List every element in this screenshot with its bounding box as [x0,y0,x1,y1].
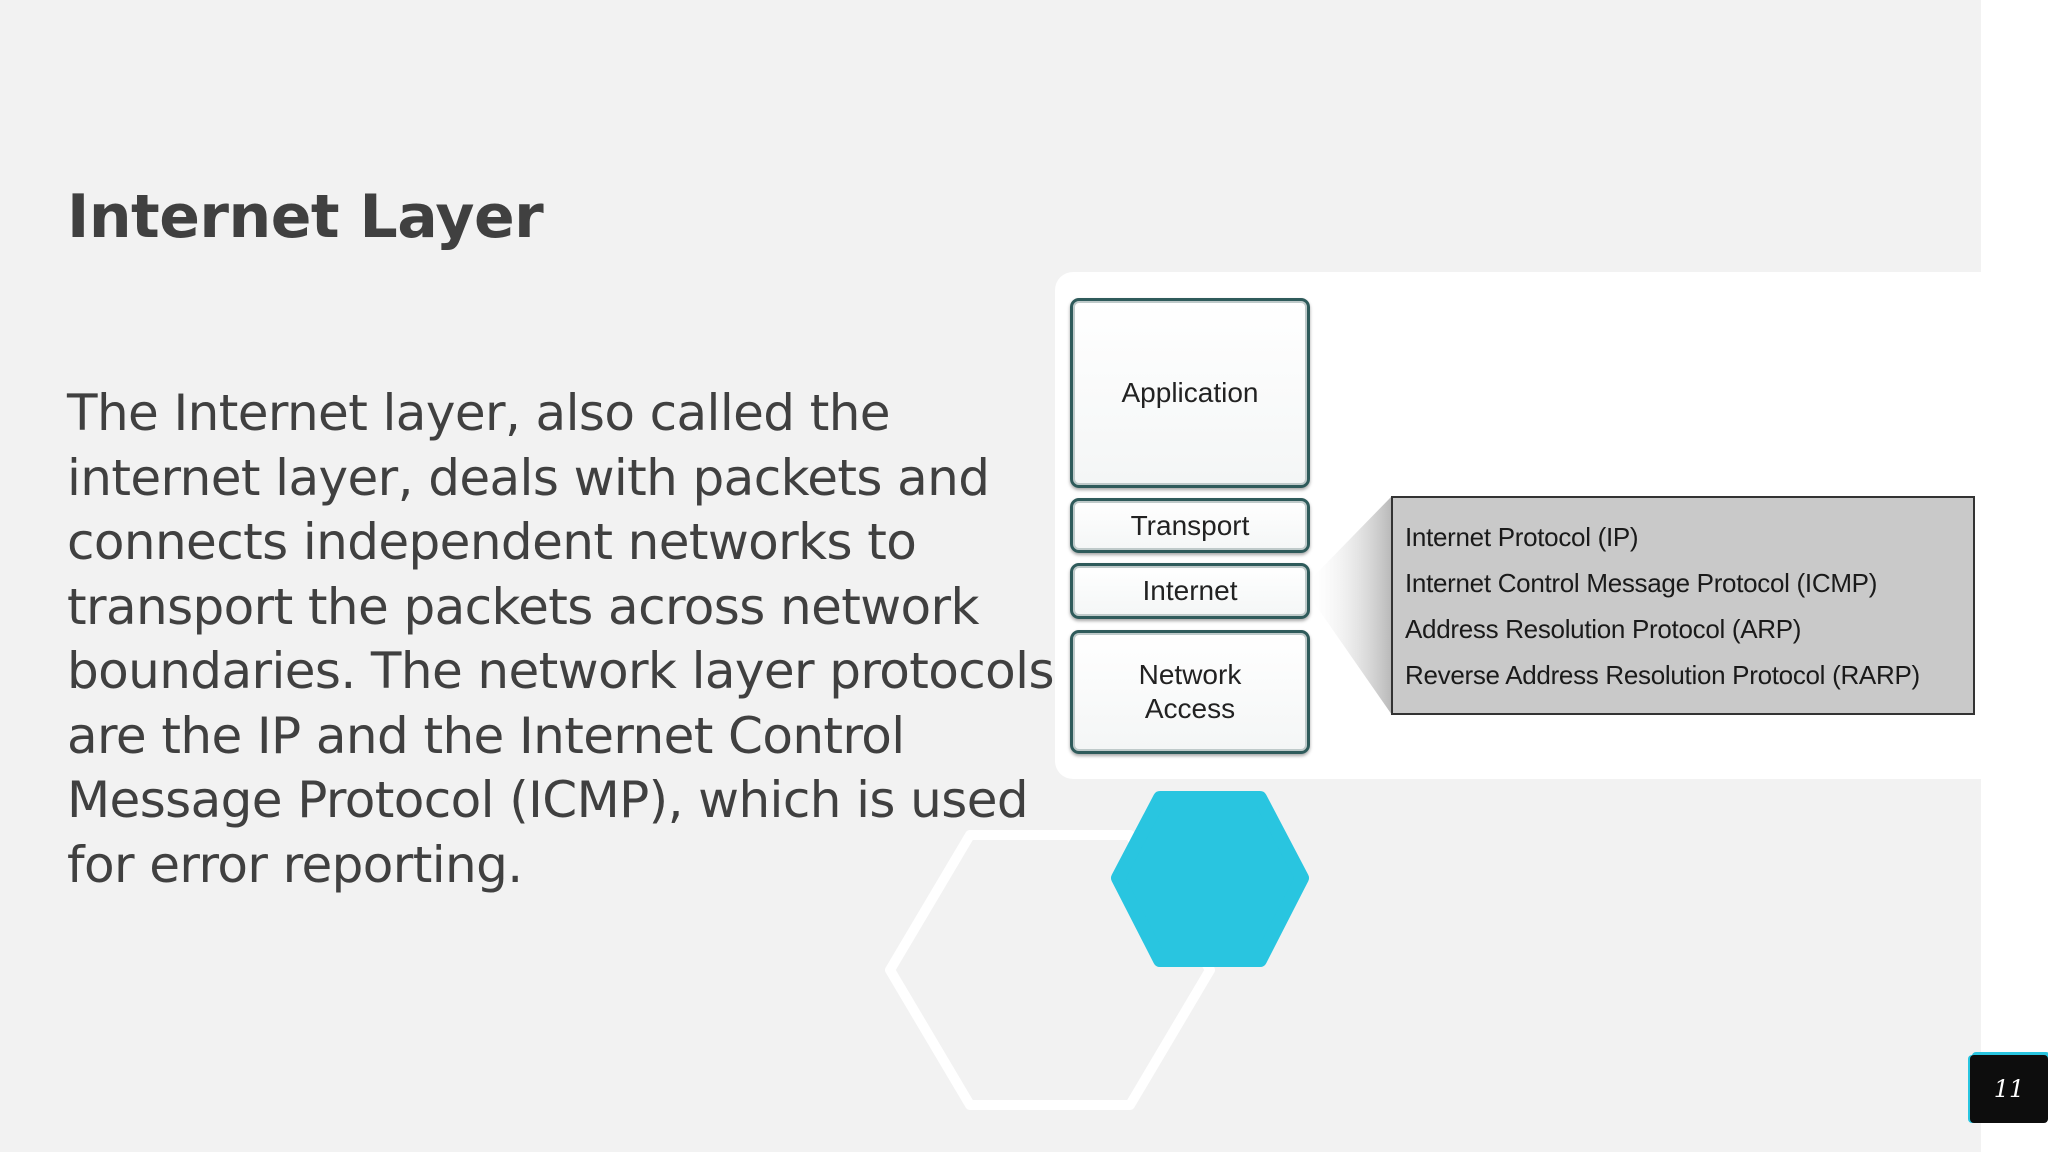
protocol-list-box: Internet Protocol (IP) Internet Control … [1391,496,1975,715]
protocol-item: Address Resolution Protocol (ARP) [1405,614,1802,644]
protocol-item: Internet Protocol (IP) [1405,522,1639,552]
slide-body-text: The Internet layer, also called the inte… [67,384,1055,894]
layer-transport: Transport [1070,498,1310,553]
protocol-item: Internet Control Message Protocol (ICMP) [1405,568,1878,598]
slide-number-badge: 11 [1970,1055,2048,1123]
slide-title: Internet Layer [67,182,544,252]
layer-application: Application [1070,298,1310,488]
slide: Internet Layer The Internet layer, also … [0,0,1981,1152]
layer-network-access: Network Access [1070,630,1310,754]
protocol-item: Reverse Address Resolution Protocol (RAR… [1405,660,1920,690]
layer-internet: Internet [1070,563,1310,619]
hexagon-filled-shape [1111,791,1309,967]
